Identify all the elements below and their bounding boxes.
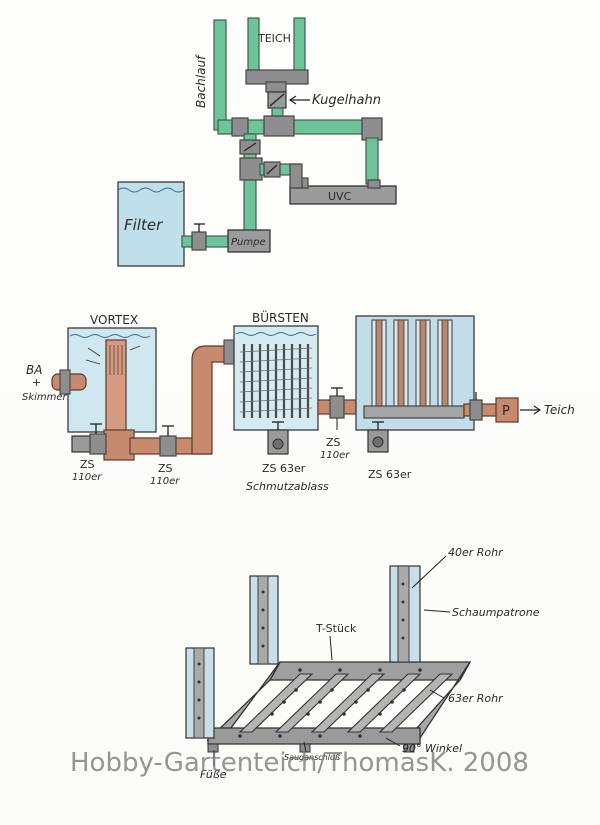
brush-bristles <box>239 347 313 413</box>
uvc-branch-valve-handle <box>266 164 278 175</box>
label-90-winkel: 90° Winkel <box>402 742 462 755</box>
uvc-unit <box>289 185 397 205</box>
cartridge-back-left <box>249 575 279 665</box>
label-zs63-buersten: ZS 63er <box>262 462 306 475</box>
zs-left-valve-body <box>71 435 93 453</box>
label-kugelhahn: Kugelhahn <box>312 93 381 108</box>
label-40er-rohr: 40er Rohr <box>448 546 504 559</box>
label-plus: + <box>32 376 41 389</box>
label-skimmer: Skimmer <box>22 392 68 403</box>
vortex-inlet-slots <box>109 345 123 375</box>
filter-water-surface <box>117 187 185 193</box>
label-vortex: VORTEX <box>90 313 138 327</box>
buersten-water-surface <box>235 332 317 336</box>
label-teich-top: TEICH <box>257 32 291 45</box>
label-zs-right: ZS <box>326 436 341 449</box>
zs-mid-valve <box>159 435 177 457</box>
label-zs63-right: ZS 63er <box>368 468 412 481</box>
label-ba: BA <box>26 363 42 377</box>
pump-p-body <box>495 397 519 423</box>
filter-outlet-valve <box>191 231 207 251</box>
buersten-inlet-flange <box>223 339 235 365</box>
zs63-right-outlet <box>372 436 384 448</box>
label-zs-mid-size: 110er <box>150 476 180 487</box>
schaum-manifold <box>363 405 465 419</box>
pump-body <box>227 229 271 253</box>
frame-cross-pipes <box>238 673 454 733</box>
bottom-annotation-lines <box>213 555 451 766</box>
zs-left-flange <box>89 433 107 455</box>
manifold-tee <box>263 115 295 137</box>
label-pump-p: P <box>502 404 510 419</box>
vortex-inlet-pipe <box>105 339 127 437</box>
vortex-water-surface <box>69 334 151 338</box>
label-filter: Filter <box>124 216 163 234</box>
label-pumpe: Pumpe <box>231 237 266 248</box>
vortex-flow-arrows <box>85 345 141 365</box>
filter-pump-pipe <box>181 235 233 248</box>
manifold-joint-left <box>231 117 249 137</box>
label-zs-right-size: 110er <box>320 450 350 461</box>
label-fuesse: Füße <box>200 768 227 781</box>
ba-inlet-flange <box>59 369 71 395</box>
manifold-elbow-right <box>361 117 383 141</box>
schaum-cartridges <box>371 319 453 411</box>
top-diagram: Bachlauf TEICH Kugelhahn Filter Pumpe UV… <box>117 17 397 267</box>
label-buersten: BÜRSTEN <box>252 309 309 325</box>
vortex-riser-pipe <box>191 345 227 455</box>
label-schaumpatrone: Schaumpatrone <box>452 606 540 619</box>
label-63er-rohr: 63er Rohr <box>448 692 504 705</box>
frame-front-pipe <box>207 727 421 745</box>
uvc-connector-right <box>367 179 381 189</box>
label-teich-out: Teich <box>544 403 575 417</box>
middle-diagram: VORTEX BÜRSTEN BA + Skimmer ZS 110er ZS … <box>22 309 575 493</box>
zs-right-valve <box>329 395 345 419</box>
label-sauganschluss: Sauganschluß <box>284 753 340 762</box>
bottom-diagram: 40er Rohr Schaumpatrone T-Stück 63er Roh… <box>185 546 540 781</box>
label-t-stueck: T-Stück <box>315 622 357 635</box>
label-schmutzablass: Schmutzablass <box>246 480 329 493</box>
label-zs-left: ZS <box>80 458 95 471</box>
label-uvc: UVC <box>328 190 352 203</box>
riser-tee <box>239 157 263 181</box>
teich-out-arrowhead <box>533 405 542 415</box>
riser-valve-top-handle <box>243 142 257 152</box>
uvc-branch-elbow <box>289 163 303 189</box>
filter-tank <box>117 181 185 267</box>
teich-elbow <box>265 81 287 93</box>
zs63-buersten-outlet <box>272 438 284 450</box>
frame-holes <box>238 668 422 738</box>
label-zs-mid: ZS <box>158 462 173 475</box>
bachlauf-pipe <box>213 19 227 131</box>
uvc-feed-pipe <box>365 137 379 185</box>
kugelhahn-arrowhead <box>288 95 297 105</box>
pump-inlet-valve <box>469 399 483 421</box>
cartridge-back-right <box>389 565 421 663</box>
label-zs-left-size: 110er <box>72 472 102 483</box>
cartridge-front-left <box>185 647 215 739</box>
label-bachlauf: Bachlauf <box>194 54 208 108</box>
kugelhahn-handle <box>269 93 285 107</box>
credit-watermark: Hobby-Gartenteich/ThomasK. 2008 <box>70 748 529 778</box>
